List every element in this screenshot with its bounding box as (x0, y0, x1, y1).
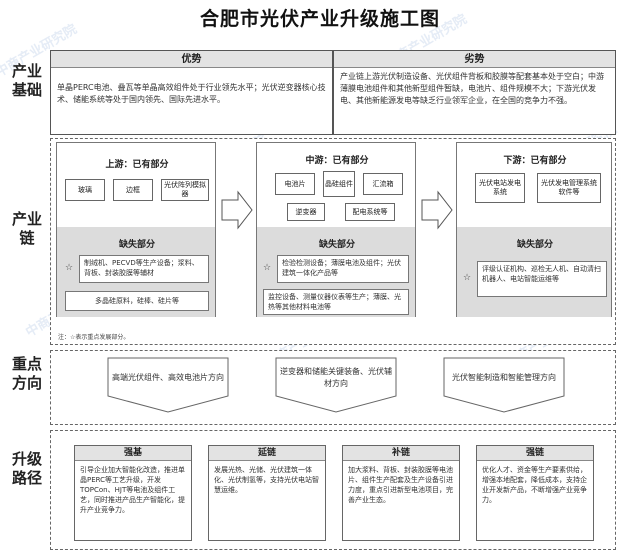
side-label-path: 升级路径 (11, 450, 42, 487)
upstream-lack-item: 制绒机、PECVD等生产设备；浆料、背板、封装胶膜等辅材 (79, 255, 209, 283)
advantage-title: 优势 (51, 51, 332, 68)
path-text: 优化人才、资金等生产要素供给，增强本地配套，降低成本，支持企业开发新产品，不断增… (482, 466, 587, 504)
downstream-title: 下游：已有部分 (503, 156, 567, 166)
arrow-right-icon (221, 190, 253, 230)
midstream-lack-item: 监控设备、测量仪器仪表等生产；薄膜、光热等其他材料电池等 (263, 289, 409, 315)
side-label-base: 产业基础 (11, 62, 42, 99)
disadvantage-title: 劣势 (334, 51, 615, 68)
side-label-chain: 产业链 (11, 210, 42, 247)
path-column: 延链 发展光热、光储、光伏建筑一体化、光伏制氢等，支持光伏电站智慧运维。 (208, 445, 326, 541)
midstream-title: 中游：已有部分 (305, 156, 369, 166)
direction-item: 逆变器和储能关键装备、光伏辅材方向 (280, 367, 392, 388)
direction-arrow-3 (443, 357, 565, 413)
path-text: 发展光热、光储、光伏建筑一体化、光伏制氢等，支持光伏电站智慧运维。 (214, 466, 319, 494)
upstream-lack-item: 多晶硅原料，硅棒、硅片等 (65, 291, 209, 311)
direction-item: 高端光伏组件、高效电池片方向 (112, 373, 224, 382)
star-icon: ☆ (463, 273, 472, 283)
path-column: 强基 引导企业加大智能化改造，推进单晶PERC等工艺升级，开发TOPCon、HJ… (74, 445, 192, 541)
path-column: 强链 优化人才、资金等生产要素供给，增强本地配套，降低成本，支持企业开发新产品，… (476, 445, 594, 541)
upstream-item: 光伏阵列模拟器 (161, 179, 209, 201)
disadvantage-text: 产业链上游光伏制造设备、光伏组件背板和胶膜等配套基本处于空白；中游薄膜电池组件和… (340, 72, 604, 105)
midstream-item: 汇流箱 (363, 173, 403, 195)
midstream-column: 中游：已有部分 电池片 晶硅组件 汇流箱 逆变器 配电系统等 缺失部分 检验检测… (256, 142, 416, 317)
advantage-text: 单晶PERC电池、叠瓦等单晶高效组件处于行业领先水平；光伏逆变器核心技术、储能系… (57, 83, 326, 104)
downstream-item: 光伏发电管理系统软件等 (537, 173, 601, 203)
downstream-lack-title: 缺失部分 (516, 240, 553, 250)
upstream-item: 边框 (113, 179, 153, 201)
direction-item: 光伏智能制造和智能管理方向 (452, 373, 556, 382)
midstream-item: 晶硅组件 (323, 171, 355, 197)
upstream-column: 上游：已有部分 玻璃 边框 光伏阵列模拟器 缺失部分 制绒机、PECVD等生产设… (56, 142, 216, 317)
midstream-item: 配电系统等 (345, 203, 395, 221)
path-title: 补链 (343, 446, 459, 461)
path-title: 强基 (75, 446, 191, 461)
upstream-item: 玻璃 (65, 179, 105, 201)
star-icon: ☆ (65, 263, 74, 273)
midstream-lack-title: 缺失部分 (318, 240, 355, 250)
page-title: 合肥市光伏产业升级施工图 (199, 8, 440, 30)
star-icon: ☆ (263, 263, 272, 273)
downstream-item: 光伏电站发电系统 (475, 173, 525, 203)
advantage-panel: 优势 单晶PERC电池、叠瓦等单晶高效组件处于行业领先水平；光伏逆变器核心技术、… (50, 50, 333, 135)
direction-arrow-2 (275, 357, 397, 413)
side-label-direction: 重点方向 (11, 355, 42, 392)
path-title: 延链 (209, 446, 325, 461)
upstream-lack-title: 缺失部分 (118, 240, 155, 250)
midstream-item: 电池片 (275, 173, 315, 195)
chain-note: 注：☆表示重点发展部分。 (58, 334, 130, 341)
midstream-lack-item: 检验检测设备；薄膜电池及组件；光伏建筑一体化产品等 (277, 255, 409, 283)
path-column: 补链 加大浆料、背板、封装胶膜等电池片、组件生产配套及生产设备引进力度，重点引进… (342, 445, 460, 541)
disadvantage-panel: 劣势 产业链上游光伏制造设备、光伏组件背板和胶膜等配套基本处于空白；中游薄膜电池… (333, 50, 616, 135)
upstream-title: 上游：已有部分 (105, 160, 169, 170)
path-title: 强链 (477, 446, 593, 461)
midstream-item: 逆变器 (287, 203, 325, 221)
path-text: 加大浆料、背板、封装胶膜等电池片、组件生产配套及生产设备引进力度，重点引进新型电… (348, 466, 453, 504)
direction-arrow-1 (107, 357, 229, 413)
arrow-right-icon (421, 190, 453, 230)
downstream-column: 下游：已有部分 光伏电站发电系统 光伏发电管理系统软件等 缺失部分 评级认证机构… (456, 142, 612, 317)
downstream-lack-item: 评级认证机构、巡检无人机、自动清扫机器人、电站智能运维等 (477, 261, 607, 297)
path-text: 引导企业加大智能化改造，推进单晶PERC等工艺升级，开发TOPCon、HJT等电… (80, 466, 185, 514)
